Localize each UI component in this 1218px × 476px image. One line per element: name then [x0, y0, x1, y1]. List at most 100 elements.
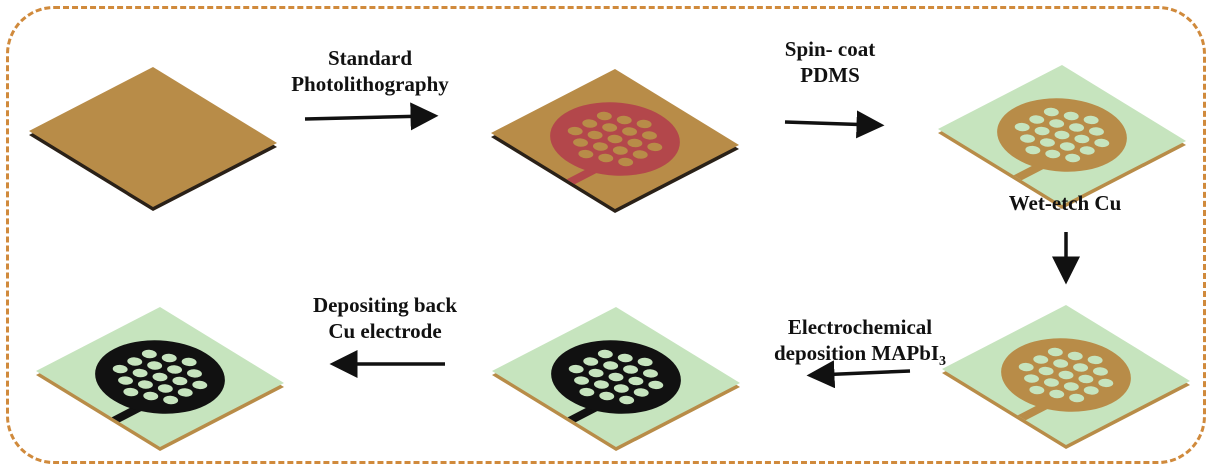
label-line: Electrochemical: [787, 315, 933, 339]
step-label-spin-coat: Spin- coat PDMS: [760, 36, 900, 88]
mesh-hole: [603, 361, 619, 370]
mesh-hole: [1069, 123, 1085, 132]
mesh-hole: [163, 395, 179, 405]
mesh-hole: [1063, 382, 1079, 391]
mesh-hole: [1067, 351, 1083, 361]
mesh-hole: [637, 357, 653, 367]
plate-copper-substrate: [29, 67, 277, 211]
mesh-hole: [587, 130, 603, 140]
mesh-hole: [1029, 115, 1045, 124]
mesh-hole: [573, 138, 588, 147]
mesh-hole: [1069, 393, 1085, 403]
mesh-hole: [596, 111, 612, 121]
step-label-wet-etch: Wet-etch Cu: [965, 190, 1165, 216]
label-line: PDMS: [800, 63, 860, 87]
mesh-hole: [1087, 355, 1103, 365]
mesh-hole: [1043, 378, 1059, 387]
mesh-hole: [648, 380, 664, 390]
mesh-hole: [588, 368, 604, 378]
mesh-hole: [137, 380, 153, 389]
mesh-hole: [568, 364, 584, 374]
label-line: Standard: [327, 46, 413, 70]
mesh-hole: [1089, 127, 1104, 136]
mesh-hole: [619, 395, 635, 405]
mesh-hole: [632, 150, 648, 159]
mesh-hole: [1018, 362, 1034, 372]
mesh-hole: [157, 384, 173, 393]
mesh-hole: [1024, 374, 1039, 383]
label-line: Spin- coat: [784, 37, 876, 61]
arrow-1: [304, 102, 439, 131]
mesh-hole: [617, 353, 633, 363]
mesh-hole: [582, 119, 598, 128]
mesh-hole: [1014, 122, 1030, 132]
plate-mapbi3-deposited: [492, 307, 740, 451]
mesh-hole: [593, 380, 609, 389]
mesh-hole: [1033, 355, 1049, 364]
mesh-hole: [579, 387, 595, 397]
mesh-hole: [112, 364, 128, 374]
mesh-hole: [1034, 126, 1050, 136]
label-line: deposition MAPbI3: [745, 340, 975, 375]
label-line: Depositing back: [312, 293, 458, 317]
mesh-hole: [1029, 385, 1045, 395]
mesh-hole: [1073, 363, 1089, 372]
mesh-hole: [1093, 367, 1108, 376]
mesh-hole: [583, 357, 599, 366]
mesh-hole: [177, 388, 193, 397]
mesh-hole: [1049, 389, 1065, 399]
step-label-back-electrode: Depositing back Cu electrode: [265, 292, 505, 344]
label-line: Wet-etch Cu: [1008, 191, 1122, 215]
mesh-hole: [1054, 130, 1070, 140]
mesh-hole: [643, 369, 658, 378]
mesh-hole: [118, 376, 133, 385]
label-subscript: 3: [939, 354, 947, 370]
mesh-hole: [127, 357, 143, 366]
mesh-hole: [613, 384, 629, 393]
mesh-hole: [152, 372, 168, 382]
mesh-hole: [642, 131, 657, 140]
mesh-hole: [1065, 153, 1081, 163]
mesh-hole: [132, 368, 148, 378]
mesh-hole: [627, 138, 643, 148]
mesh-hole: [1025, 145, 1041, 155]
plate-pdms-coated: [938, 65, 1186, 209]
mesh-hole: [1049, 119, 1065, 128]
mesh-hole: [161, 353, 177, 363]
mesh-hole: [623, 365, 639, 374]
mesh-hole: [602, 123, 618, 132]
mesh-hole: [597, 349, 613, 359]
substrate: [29, 67, 277, 207]
mesh-hole: [636, 119, 652, 129]
mesh-hole: [1094, 138, 1110, 148]
label-line: Photolithography: [291, 72, 449, 96]
mesh-hole: [167, 365, 183, 374]
mesh-hole: [1078, 374, 1094, 384]
mesh-hole: [1039, 138, 1055, 147]
mesh-hole: [1063, 111, 1079, 121]
arrow-2: [784, 110, 885, 139]
mesh-hole: [1098, 378, 1114, 388]
plate-etched-cu-mesh: [942, 305, 1190, 449]
mesh-hole: [598, 153, 614, 163]
mesh-hole: [1079, 146, 1095, 155]
mesh-hole: [1038, 366, 1054, 376]
mesh-hole: [1053, 359, 1069, 368]
mesh-hole: [1043, 107, 1059, 117]
mesh-hole: [616, 115, 632, 125]
arrow-4: [806, 360, 911, 389]
mesh-hole: [647, 142, 663, 152]
mesh-hole: [622, 127, 638, 136]
mesh-hole: [187, 369, 202, 378]
mesh-hole: [1058, 370, 1074, 380]
mesh-hole: [1074, 134, 1090, 144]
label-line: Cu electrode: [328, 319, 442, 343]
label-text: deposition MAPbI: [773, 341, 940, 365]
mesh-hole: [123, 387, 139, 397]
step-label-photolithography: Standard Photolithography: [272, 45, 468, 97]
mesh-hole: [1083, 115, 1099, 125]
mesh-hole: [592, 142, 608, 151]
mesh-hole: [141, 349, 157, 359]
mesh-hole: [1045, 149, 1061, 159]
